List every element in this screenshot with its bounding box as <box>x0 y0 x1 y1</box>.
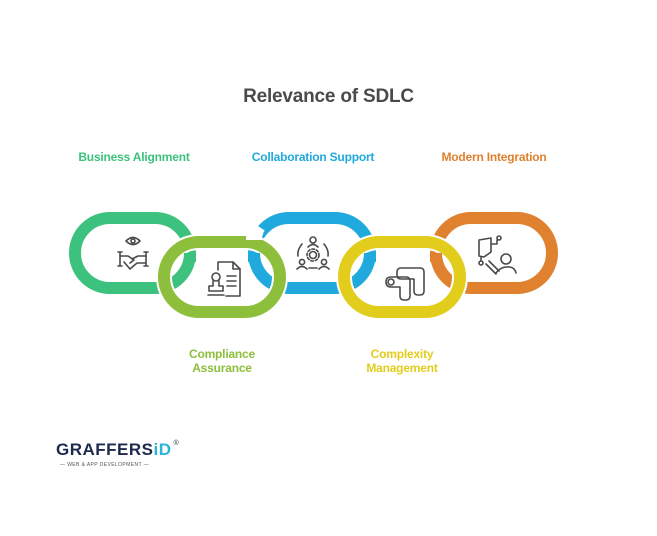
logo-tagline: — WEB & APP DEVELOPMENT — <box>60 462 150 468</box>
complex-path-icon <box>385 267 425 301</box>
chain-link-compliance-stroke <box>158 236 286 318</box>
chain-link-complexity-stroke <box>338 236 466 318</box>
user-integration-icon <box>478 235 517 275</box>
label-compliance-assurance: Compliance Assurance <box>172 347 272 375</box>
label-complexity-line1: Complexity <box>370 347 434 361</box>
label-modern-integration: Modern Integration <box>441 150 547 164</box>
label-compliance-line2: Assurance <box>192 361 252 375</box>
handshake-eye-icon <box>117 236 149 270</box>
logo-wordmark-row: GRAFFERSiD ® <box>56 440 179 460</box>
logo-registered-mark: ® <box>173 440 179 447</box>
logo-wordmark: GRAFFERSiD <box>56 440 172 460</box>
label-business-alignment: Business Alignment <box>78 150 190 164</box>
label-compliance-line1: Compliance <box>188 347 256 361</box>
team-collaboration-icon <box>296 236 330 270</box>
logo-name: GRAFFERS <box>56 440 154 459</box>
label-collaboration-support: Collaboration Support <box>251 150 375 164</box>
diagram-title: Relevance of SDLC <box>243 86 414 107</box>
label-complexity-management: Complexity Management <box>352 347 452 375</box>
document-stamp-icon <box>207 261 241 297</box>
chain-overlap-collab-left <box>246 221 265 241</box>
logo-name-suffix: iD <box>153 440 172 459</box>
label-complexity-line2: Management <box>366 361 438 375</box>
graffersid-logo: GRAFFERSiD ® — WEB & APP DEVELOPMENT — <box>56 440 179 469</box>
